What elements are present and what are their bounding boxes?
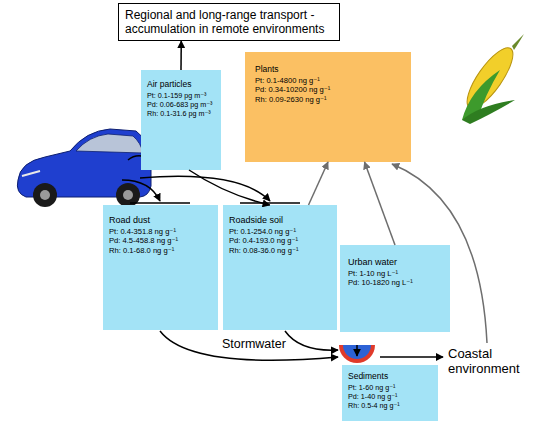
concentration-line: Pd: 1-40 ng g⁻¹: [348, 392, 432, 401]
concentration-line: Pt: 0.1-254.0 ng g⁻¹: [229, 227, 331, 236]
car-light: [22, 171, 40, 176]
plants-box: PlantsPt: 0.1-4800 ng g⁻¹Pd: 0.34-10200 …: [245, 52, 411, 162]
car-illustration: [17, 129, 151, 207]
box-heading: Road dust: [109, 215, 212, 225]
concentration-line: Pd: 10-1820 ng L⁻¹: [348, 278, 442, 287]
flow-arrow: [309, 162, 329, 205]
concentration-line: Pd: 0.4-193.0 ng g⁻¹: [229, 236, 331, 245]
car-wheel: [33, 183, 57, 207]
destination-label: Coastal environment: [448, 346, 542, 376]
stormwater-flow: [285, 331, 338, 350]
corn-leaf: [462, 100, 515, 124]
concentration-line: Pt: 1-60 ng g⁻¹: [348, 383, 432, 392]
concentration-line: Pt: 0.1-159 pg m⁻³: [147, 91, 215, 100]
compartment-box: SedimentsPt: 1-60 ng g⁻¹Pd: 1-40 ng g⁻¹R…: [342, 365, 438, 421]
outflow-arrow: [380, 356, 443, 358]
box-heading: Urban water: [348, 257, 442, 267]
concentration-line: Pt: 0.4-351.8 ng g⁻¹: [109, 227, 212, 236]
compartment-box: Urban waterPt: 1-10 ng L⁻¹Pd: 10-1820 ng…: [340, 245, 450, 332]
concentration-line: Rh: 0.1-31.6 pg m⁻³: [147, 109, 215, 118]
stormwater-flow: [160, 331, 338, 360]
flow-arrow: [365, 162, 395, 245]
concentration-line: Rh: 0.09-2630 ng g⁻¹: [255, 95, 401, 104]
settling-arrow: [356, 345, 358, 356]
transport-box: Regional and long-range transport - accu…: [118, 3, 340, 41]
basin-water: [343, 345, 371, 359]
concentration-line: Rh: 0.08-36.0 ng g⁻¹: [229, 246, 331, 255]
compartment-box: Air particlesPt: 0.1-159 pg m⁻³Pd: 0.06-…: [141, 70, 221, 170]
corn-illustration: [460, 34, 524, 124]
emission-arrow: [140, 176, 270, 201]
corn-silk: [512, 34, 524, 50]
compartment-box: Road dustPt: 0.4-351.8 ng g⁻¹Pd: 4.5-458…: [103, 205, 218, 330]
car-window: [76, 134, 143, 153]
car-hub: [40, 190, 50, 200]
concentration-line: Pd: 0.06-683 pg m⁻³: [147, 100, 215, 109]
deposition-bar: [130, 202, 190, 204]
basin-outer: [339, 345, 375, 363]
flow-arrow: [189, 170, 270, 205]
box-heading: Plants: [255, 64, 401, 74]
concentration-line: Rh: 0.5-4 ng g⁻¹: [348, 401, 432, 410]
concentration-line: Pd: 4.5-458.8 ng g⁻¹: [109, 236, 212, 245]
flow-label: Stormwater: [222, 337, 312, 351]
compartment-box: Roadside soilPt: 0.1-254.0 ng g⁻¹Pd: 0.4…: [223, 205, 337, 330]
deposition-bar: [240, 202, 300, 204]
box-heading: Sediments: [348, 371, 432, 381]
concentration-line: Pt: 1-10 ng L⁻¹: [348, 269, 442, 278]
box-heading: Air particles: [147, 79, 215, 89]
car-hub: [123, 190, 133, 200]
concentration-line: Pd: 0.34-10200 ng g⁻¹: [255, 85, 401, 94]
concentration-line: Rh: 0.1-68.0 ng g⁻¹: [109, 246, 212, 255]
flow-arrow: [180, 41, 182, 70]
box-heading: Regional and long-range transport - accu…: [125, 8, 333, 36]
concentration-line: Pt: 0.1-4800 ng g⁻¹: [255, 76, 401, 85]
emission-arrow: [122, 180, 160, 201]
box-heading: Roadside soil: [229, 215, 331, 225]
